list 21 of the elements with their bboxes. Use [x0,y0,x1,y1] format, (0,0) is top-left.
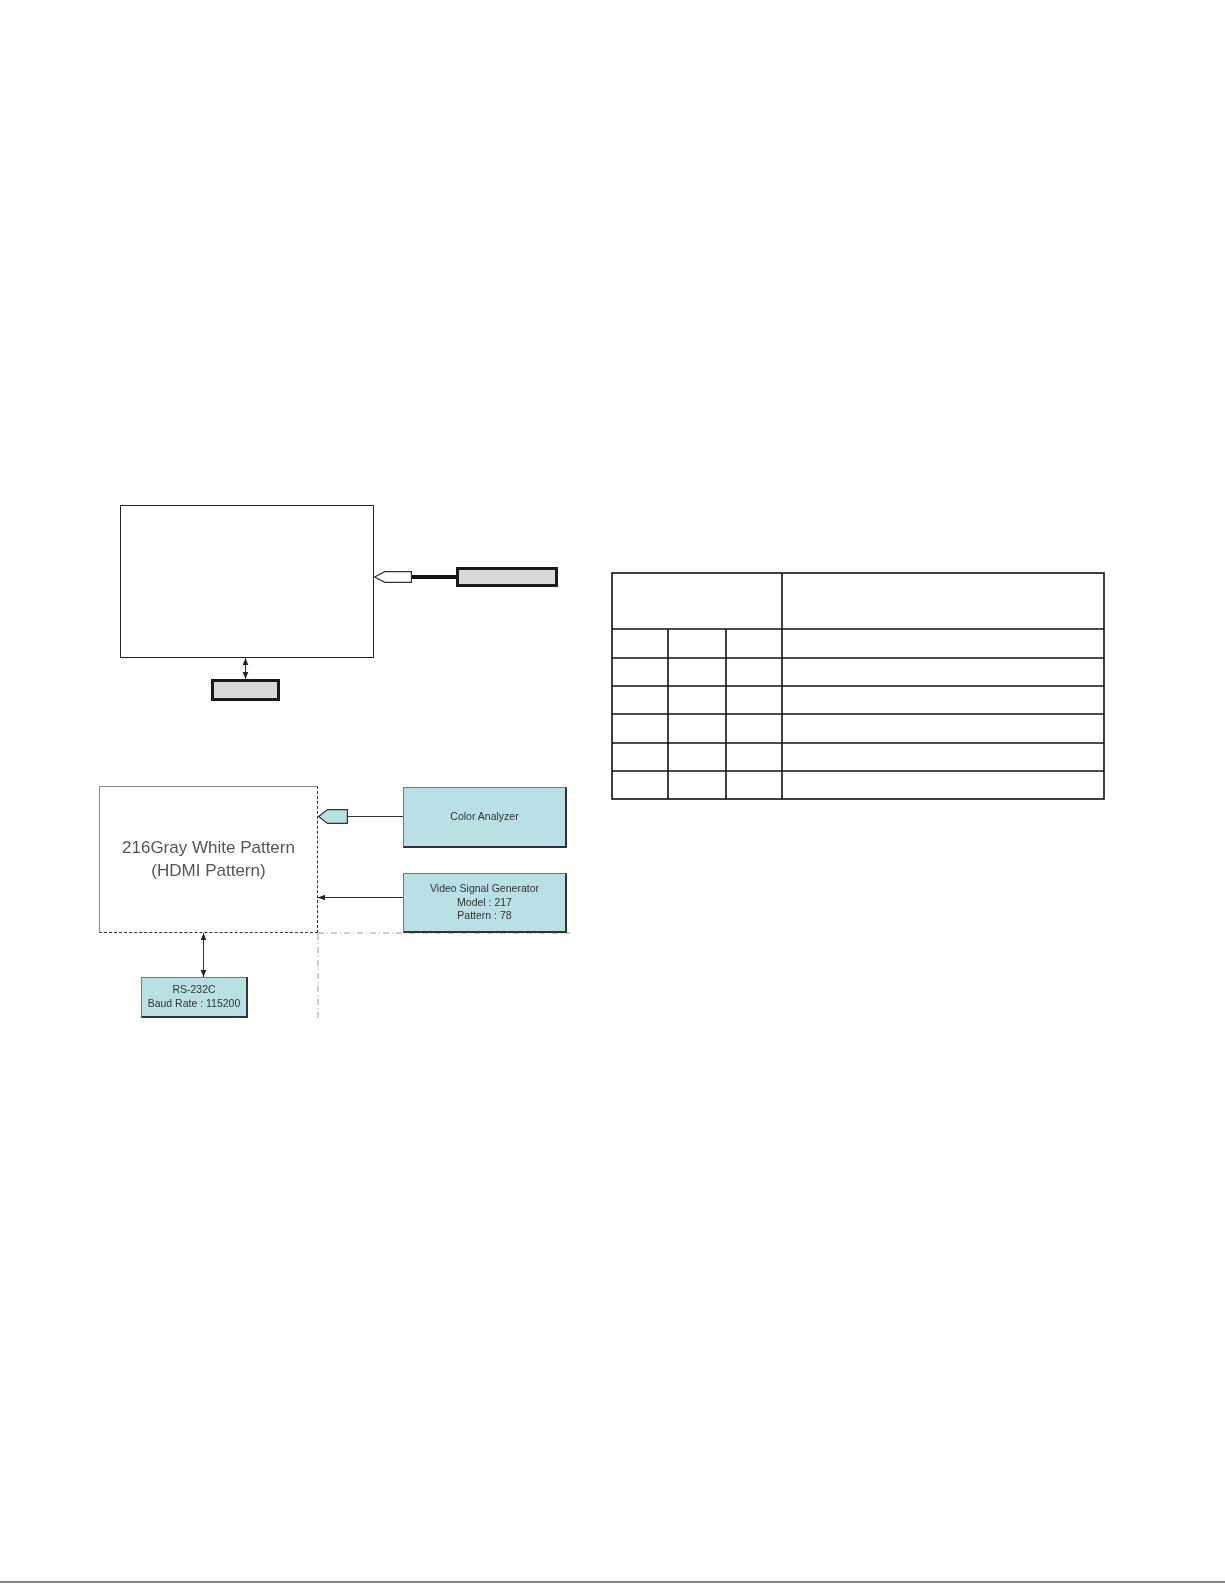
device-label: Color Analyzer [450,810,519,824]
pattern-panel [99,786,318,933]
connector-line [347,816,404,817]
device-box [141,977,248,1018]
double-arrow [242,657,249,680]
device-box [211,679,280,701]
device-box [403,873,567,933]
device-label: Pattern : 78 [457,909,512,923]
sensor-probe [318,809,348,824]
double-arrow [200,932,207,978]
arrow [317,894,404,901]
empty-panel [120,505,374,658]
device-label: RS-232C [172,983,216,997]
panel-title: 216Gray White Pattern (HDMI Pattern) [121,837,296,882]
sensor-probe [374,571,412,583]
device-label: Video Signal Generator [430,882,539,896]
device-box [403,787,567,848]
device-label: Model : 217 [457,895,512,910]
connector-line [412,575,456,579]
device-box [456,567,558,587]
device-label: Baud Rate : 115200 [147,997,241,1011]
